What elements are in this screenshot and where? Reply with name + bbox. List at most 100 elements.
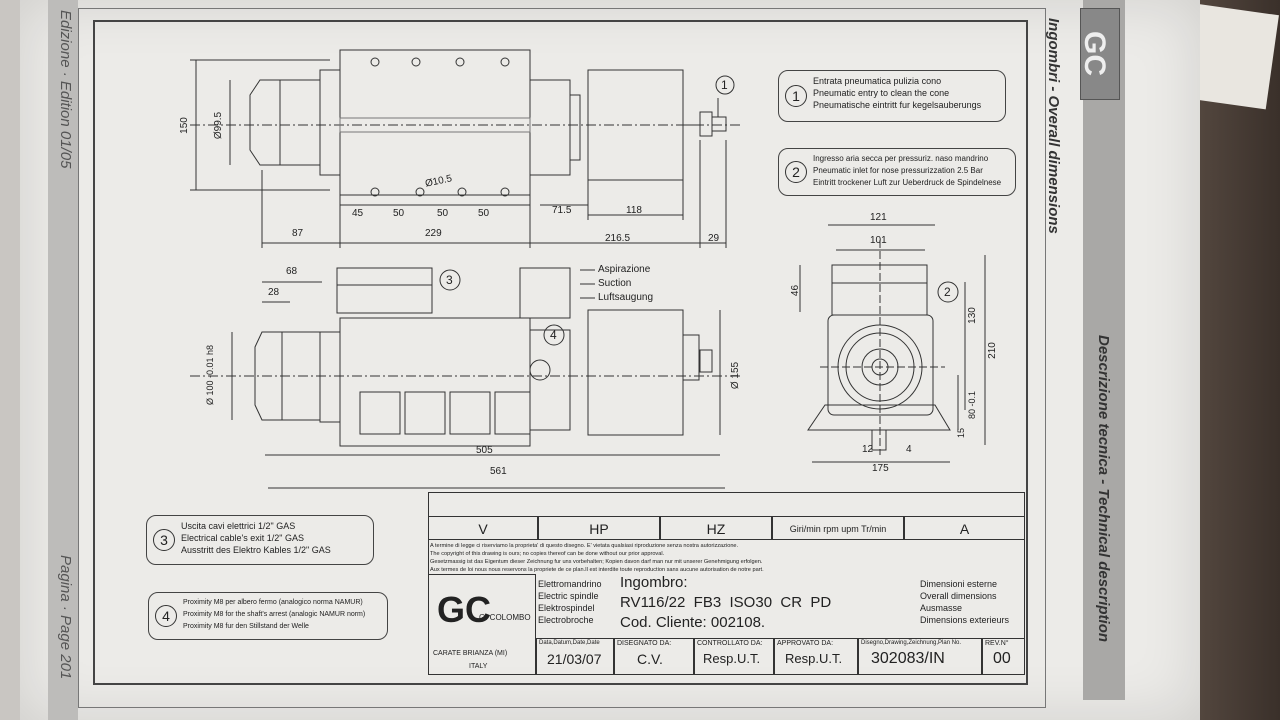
dim-71-5: 71.5 xyxy=(552,205,572,216)
legal-notice: A termine di legge ci riserviamo la prop… xyxy=(430,542,1024,574)
note-2-line-2: Pneumatic inlet for nose pressurizzation… xyxy=(813,166,983,175)
company-logo-letters: GC xyxy=(437,589,491,630)
dim-150: 150 xyxy=(178,117,190,134)
dim-87: 87 xyxy=(292,228,304,239)
header-rpm: Giri/min rpm upm Tr/min xyxy=(772,516,904,540)
note-3-line-1: Uscita cavi elettrici 1/2" GAS xyxy=(181,521,296,531)
dim-15: 15 xyxy=(956,427,967,439)
dim-label-fr: Dimensions exterieurs xyxy=(920,615,1010,625)
suction-en: Suction xyxy=(598,278,632,289)
drawing-number-value: 302083/IN xyxy=(871,650,945,667)
revision-label: REV.N° xyxy=(985,640,1009,647)
approved-value: Resp.U.T. xyxy=(785,651,843,666)
dim-50c: 50 xyxy=(478,208,490,219)
note-1-line-3: Pneumatische eintritt fur kegelsauberung… xyxy=(813,100,982,110)
revision-cell: REV.N° 00 xyxy=(982,638,1025,675)
checked-cell: CONTROLLATO DA: Resp.U.T. xyxy=(694,638,774,675)
dim-29: 29 xyxy=(708,233,720,244)
side-view-top xyxy=(190,49,740,248)
dim-216-5: 216.5 xyxy=(605,233,631,244)
company-city: CARATE BRIANZA (MI) xyxy=(433,650,508,657)
note-4: 4 Proximity M8 per albero fermo (analogi… xyxy=(148,592,388,640)
callout-4: 4 xyxy=(550,328,557,342)
dim-label-en: Overall dimensions xyxy=(920,591,997,601)
dim-210: 210 xyxy=(986,342,998,359)
header-hz: HZ xyxy=(660,516,772,540)
company-box: GC G. COLOMBO CARATE BRIANZA (MI) ITALY xyxy=(428,574,536,675)
callout-2: 2 xyxy=(944,285,951,299)
note-1-number: 1 xyxy=(785,85,807,107)
product-type-it: Elettromandrino xyxy=(538,579,602,589)
header-hp: HP xyxy=(538,516,660,540)
drawing-number-label: Disegno,Drawing,Zeichnung,Plan No. xyxy=(861,640,962,646)
product-type: Elettromandrino Electric spindle Elektro… xyxy=(538,578,618,638)
designer-label: DISEGNATO DA: xyxy=(617,640,672,647)
product-type-en: Electric spindle xyxy=(538,591,599,601)
note-4-line-1: Proximity M8 per albero fermo (analogico… xyxy=(183,599,363,606)
dim-d155: Ø 155 xyxy=(730,361,742,390)
note-4-line-3: Proximity M8 fur den Stillstand der Well… xyxy=(183,623,309,630)
dim-28: 28 xyxy=(268,287,280,298)
legal-line-1: A termine di legge ci riserviamo la prop… xyxy=(430,543,739,549)
legal-line-2: The copyright of this drawing is ours; n… xyxy=(430,551,665,557)
suction-it: Aspirazione xyxy=(598,264,651,275)
dimension-labels: Dimensioni esterne Overall dimensions Au… xyxy=(920,578,1024,638)
dim-229: 229 xyxy=(425,228,442,239)
model-code: RV116/22 FB3 ISO30 CR PD xyxy=(620,594,832,611)
dim-80: 80 -0.1 xyxy=(967,390,978,420)
dim-505: 505 xyxy=(476,445,493,456)
dim-d100-h8: Ø 100 -0.01 h8 xyxy=(205,344,216,406)
dim-label-it: Dimensioni esterne xyxy=(920,579,998,589)
designer-value: C.V. xyxy=(637,651,663,667)
right-margin-strip xyxy=(1083,0,1125,700)
dim-68: 68 xyxy=(286,266,298,277)
date-label: Data,Datum,Date,Date xyxy=(539,640,600,646)
date-cell: Data,Datum,Date,Date 21/03/07 xyxy=(536,638,614,675)
note-1: 1 Entrata pneumatica pulizia cono Pneuma… xyxy=(778,70,1006,122)
left-margin-strip xyxy=(48,0,78,720)
note-1-line-2: Pneumatic entry to clean the cone xyxy=(813,88,950,98)
dim-118: 118 xyxy=(626,205,642,216)
dim-121: 121 xyxy=(870,212,887,223)
side-view-bottom xyxy=(190,267,740,489)
dim-label-de: Ausmasse xyxy=(920,603,963,613)
gc-logo: GC xyxy=(1078,8,1120,100)
note-3: 3 Uscita cavi elettrici 1/2" GAS Electri… xyxy=(146,515,374,565)
dim-4: 4 xyxy=(906,444,912,455)
note-3-line-2: Electrical cable's exit 1/2" GAS xyxy=(181,533,304,543)
approved-label: APPROVATO DA: xyxy=(777,640,834,647)
dim-561: 561 xyxy=(490,466,507,477)
dim-101: 101 xyxy=(870,235,887,246)
dim-12: 12 xyxy=(862,444,874,455)
client-code: Cod. Cliente: 002108. xyxy=(620,614,766,631)
document-sheet xyxy=(20,0,1200,720)
note-2-number: 2 xyxy=(785,161,807,183)
dim-45: 45 xyxy=(352,208,364,219)
header-v: V xyxy=(428,516,538,540)
revision-value: 00 xyxy=(993,650,1011,667)
suction-de: Luftsaugung xyxy=(598,292,654,303)
dim-175: 175 xyxy=(872,463,889,474)
outer-frame xyxy=(78,8,1046,708)
note-4-number: 4 xyxy=(155,605,177,627)
product-type-fr: Electrobroche xyxy=(538,615,594,625)
note-1-line-1: Entrata pneumatica pulizia cono xyxy=(813,76,942,86)
dim-130: 130 xyxy=(966,307,978,324)
header-a: A xyxy=(904,516,1025,540)
designer-cell: DISEGNATO DA: C.V. xyxy=(614,638,694,675)
dim-50b: 50 xyxy=(437,208,449,219)
callout-1: 1 xyxy=(721,78,728,92)
front-view xyxy=(799,224,986,463)
note-2-line-3: Eintritt trockener Luft zur Ueberdruck d… xyxy=(813,178,1002,187)
dim-d99-5: Ø99.5 xyxy=(213,111,225,140)
product-type-de: Elektrospindel xyxy=(538,603,595,613)
dim-50a: 50 xyxy=(393,208,405,219)
company-name: G. COLOMBO xyxy=(479,613,531,622)
note-2: 2 Ingresso aria secca per pressuriz. nas… xyxy=(778,148,1016,196)
note-3-number: 3 xyxy=(153,529,175,551)
dim-46: 46 xyxy=(790,284,802,297)
note-3-line-3: Ausstritt des Elektro Kables 1/2" GAS xyxy=(181,545,331,555)
drawing-number-cell: Disegno,Drawing,Zeichnung,Plan No. 30208… xyxy=(858,638,982,675)
legal-line-4: Aux termes de loi nous nous reservons la… xyxy=(430,567,764,573)
